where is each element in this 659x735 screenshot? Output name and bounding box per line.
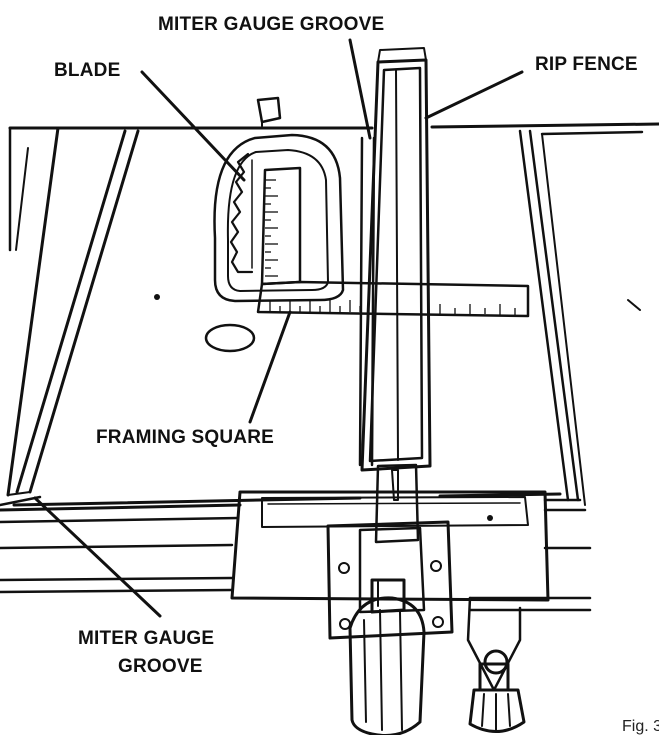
fence-lock-housing: [326, 520, 454, 640]
label-rip-fence: RIP FENCE: [535, 54, 638, 75]
lock-handle: [348, 578, 426, 735]
framing-square: [256, 166, 530, 318]
label-miter-gauge-groove-bottom-1: MITER GAUGE: [78, 628, 214, 649]
rip-fence: [360, 47, 432, 544]
leader-framing-square: [248, 310, 292, 424]
left-miter-groove: [6, 126, 140, 497]
figure-caption: Fig. 3: [622, 718, 659, 735]
label-miter-gauge-groove-bottom-2: GROOVE: [118, 656, 203, 677]
table-top: [0, 122, 659, 507]
saw-blade: [229, 152, 254, 274]
label-miter-gauge-groove-top: MITER GAUGE GROOVE: [158, 14, 384, 35]
leader-blade: [140, 70, 246, 182]
riving-block: [256, 96, 282, 127]
table-hole: [204, 323, 256, 353]
leader-miter-groove-top: [348, 38, 372, 140]
label-framing-square: FRAMING SQUARE: [96, 427, 274, 448]
adjust-knob: [466, 596, 526, 733]
leader-rip-fence: [424, 70, 524, 120]
label-blade: BLADE: [54, 60, 120, 81]
leader-miter-groove-bottom: [33, 496, 162, 618]
leader-lines: [33, 38, 524, 618]
front-rail: [0, 490, 592, 612]
table-dot: [154, 294, 160, 300]
throat-plate: [213, 133, 345, 303]
